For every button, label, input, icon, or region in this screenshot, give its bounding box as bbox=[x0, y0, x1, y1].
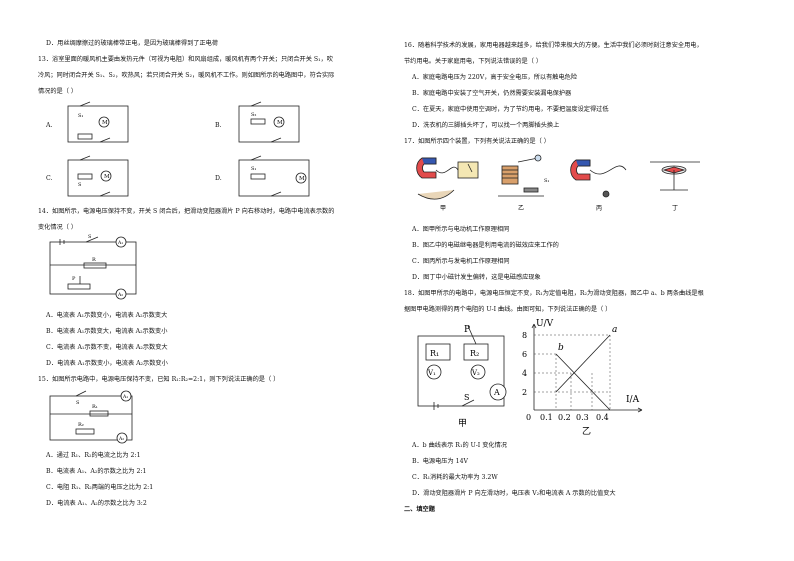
q17-option-a: A．图甲所示与电动机工作原理相同 bbox=[412, 226, 510, 233]
q18-stem-line1: 18．如图甲所示的电路中，电源电压恒定不变，R₁为定值电阻，R₂为滑动变阻器，图… bbox=[404, 290, 704, 297]
switch-label: S₁ bbox=[544, 178, 549, 184]
q14-stem-line2: 变化情况（ ） bbox=[38, 224, 78, 231]
section-title-fill-in: 二、填空题 bbox=[404, 506, 435, 513]
q18-option-d: D．滑动变阻器滑片 P 向左滑动时，电压表 V₂和电流表 A 示数的比值变大 bbox=[412, 490, 616, 497]
q16-option-c: C．在夏天，家庭中使用空调时，为了节约用电，不要把温度设定得过低 bbox=[412, 106, 609, 113]
q12-option-d: D．用丝绸摩擦过的玻璃棒带正电，是因为玻璃棒得到了正电荷 bbox=[46, 40, 219, 47]
q13-circuit-d: M S₁ bbox=[238, 155, 310, 197]
q17-figure-bing: 丙 bbox=[570, 159, 627, 212]
q17-option-c: C．图丙所示与发电机工作原理相同 bbox=[412, 258, 510, 265]
q13-circuit-a: M S₁ bbox=[67, 101, 129, 143]
q13-stem-line3: 情况的是（ ） bbox=[38, 88, 78, 95]
resistor-r1-label: R₁ bbox=[92, 404, 98, 410]
switch-label: S bbox=[88, 234, 92, 240]
ammeter-a2-label: A₂ bbox=[118, 436, 124, 442]
x-tick-0.2: 0.2 bbox=[558, 413, 571, 422]
v1-label: V₁ bbox=[427, 369, 436, 377]
y-tick-2: 2 bbox=[522, 388, 527, 397]
q14-stem-line1: 14．如图所示，电源电压保持不变，开关 S 闭合后，把滑动变阻器滑片 P 向右移… bbox=[38, 208, 335, 215]
origin-label: 0 bbox=[526, 413, 531, 422]
q17-option-b: B．图乙中的电磁继电器是利用电流的磁效应来工作的 bbox=[412, 242, 559, 249]
q13-option-c-label: C. bbox=[46, 175, 53, 182]
y-tick-4: 4 bbox=[522, 369, 527, 378]
switch-label: S₁ bbox=[78, 113, 83, 119]
slider-label: P bbox=[464, 325, 470, 335]
q13-option-a-label: A. bbox=[46, 122, 53, 129]
x-tick-0.4: 0.4 bbox=[596, 413, 609, 422]
resistor-label: R bbox=[92, 257, 96, 263]
caption-bing: 丙 bbox=[596, 205, 602, 212]
q14-option-c: C．电流表 A₁示数不变，电流表 A₂示数变大 bbox=[46, 344, 168, 351]
switch-label: S₂ bbox=[251, 112, 256, 118]
q17-figure-ding: 丁 bbox=[650, 161, 700, 212]
resistor-r2-label: R₂ bbox=[78, 422, 84, 428]
q18-stem-line2: 据图甲电路测得的两个电阻的 U-I 曲线。由图可知，下列说法正确的是（ ） bbox=[404, 306, 612, 313]
y-tick-6: 6 bbox=[522, 350, 527, 359]
motor-label: M bbox=[104, 174, 110, 180]
ammeter-label: A bbox=[493, 388, 500, 397]
v2-label: V₂ bbox=[471, 369, 480, 377]
q13-stem-line1: 13．浴室里面的暖风机主要由发热元件（可视为电阻）和风扇组成，暖风机有两个开关；… bbox=[38, 56, 333, 63]
ammeter-a2-label: A₂ bbox=[117, 292, 123, 298]
q14-circuit-diagram: S A₁ R P A₂ bbox=[49, 234, 137, 300]
q18-circuit-jia: P R₁ R₂ V₁ V₂ A S 甲 bbox=[417, 325, 507, 429]
q15-option-b: B．电流表 A₁、A₂的示数之比为 2:1 bbox=[46, 468, 147, 475]
y-tick-8: 8 bbox=[522, 331, 527, 340]
q16-option-d: D．洗衣机的三脚插头坏了，可以找一个两脚插头换上 bbox=[412, 122, 560, 129]
switch-label: S₁ bbox=[251, 166, 256, 172]
slider-label: P bbox=[72, 276, 76, 282]
motor-label: M bbox=[277, 120, 283, 126]
q18-option-c: C．R₁消耗的最大功率为 3.2W bbox=[412, 474, 498, 481]
q13-option-b-label: B. bbox=[215, 122, 222, 129]
x-axis-label: I/A bbox=[626, 395, 640, 405]
caption-yi: 乙 bbox=[582, 426, 591, 437]
q16-stem-line2: 节约用电。关于家庭用电，下列说法错误的是（ ） bbox=[404, 58, 543, 65]
q14-option-a: A．电流表 A₁示数变小，电流表 A₂示数变大 bbox=[46, 312, 168, 319]
x-tick-0.3: 0.3 bbox=[576, 413, 589, 422]
curve-b-label: b bbox=[558, 343, 564, 353]
r1-label: R₁ bbox=[430, 349, 439, 358]
q13-stem-line2: 冷风；同时闭合开关 S₁、S₂，吹热风；若只闭合开关 S₂，暖风机不工作。则如图… bbox=[38, 72, 335, 79]
ammeter-a1-label: A₁ bbox=[122, 394, 128, 400]
caption-jia: 甲 bbox=[458, 418, 467, 429]
switch-label: S bbox=[76, 400, 80, 406]
motor-label: M bbox=[299, 176, 305, 182]
q16-option-b: B．家庭电路中安装了空气开关，仍然需要安装漏电保护器 bbox=[412, 90, 572, 97]
q15-option-c: C．电阻 R₁、R₂两端的电压之比为 2:1 bbox=[46, 484, 154, 491]
q17-figure-jia: 甲 bbox=[416, 157, 479, 212]
q18-option-b: B．电源电压为 14V bbox=[412, 458, 468, 465]
q15-circuit-diagram: S A₁ R₁ R₂ A₂ bbox=[49, 390, 133, 444]
motor-label: M bbox=[102, 120, 108, 126]
q14-option-b: B．电流表 A₁示数变大，电流表 A₂示数变小 bbox=[46, 328, 168, 335]
switch-label: S bbox=[78, 182, 82, 188]
q16-stem-line1: 16．随着科学技术的发展，家用电器越来越多，给我们带来极大的方便。生活中我们必须… bbox=[404, 42, 703, 49]
q14-option-d: D．电流表 A₁示数变小，电流表 A₂示数变小 bbox=[46, 360, 168, 367]
q16-option-a: A．家庭电路电压为 220V，高于安全电压，所以有触电危险 bbox=[412, 74, 578, 81]
curve-a-label: a bbox=[612, 325, 617, 335]
q18-ui-graph: U/V I/A 0 8 6 4 2 0.1 0.2 0.3 0.4 a b 乙 bbox=[522, 319, 643, 437]
q17-figure-yi: S₁ 乙 bbox=[498, 154, 549, 212]
x-tick-0.1: 0.1 bbox=[540, 413, 553, 422]
q15-stem: 15．如图所示电路中，电源电压保持不变，已知 R₁:R₂=2:1，则下列说法正确… bbox=[38, 376, 280, 383]
q18-option-a: A．b 曲线表示 R₁的 U-I 变化情况 bbox=[412, 442, 507, 449]
q13-circuit-b: M S₂ bbox=[238, 101, 300, 143]
caption-ding: 丁 bbox=[672, 205, 678, 212]
switch-label: S bbox=[464, 393, 469, 402]
caption-jia: 甲 bbox=[440, 205, 446, 212]
q13-circuit-c: M S bbox=[67, 155, 129, 197]
q13-option-d-label: D. bbox=[215, 175, 222, 182]
q17-option-d: D．图丁中小磁针发生偏转，这是电磁感应现象 bbox=[412, 274, 541, 281]
ammeter-a1-label: A₁ bbox=[117, 240, 123, 246]
q17-stem: 17．如图所示四个装置，下列有关说法正确的是（ ） bbox=[404, 138, 550, 145]
caption-yi: 乙 bbox=[518, 205, 524, 212]
q15-option-d: D．电流表 A₁、A₂的示数之比为 3:2 bbox=[46, 500, 147, 507]
q15-option-a: A．通过 R₁、R₂的电流之比为 2:1 bbox=[46, 452, 141, 459]
r2-label: R₂ bbox=[470, 349, 479, 358]
y-axis-label: U/V bbox=[536, 319, 554, 329]
